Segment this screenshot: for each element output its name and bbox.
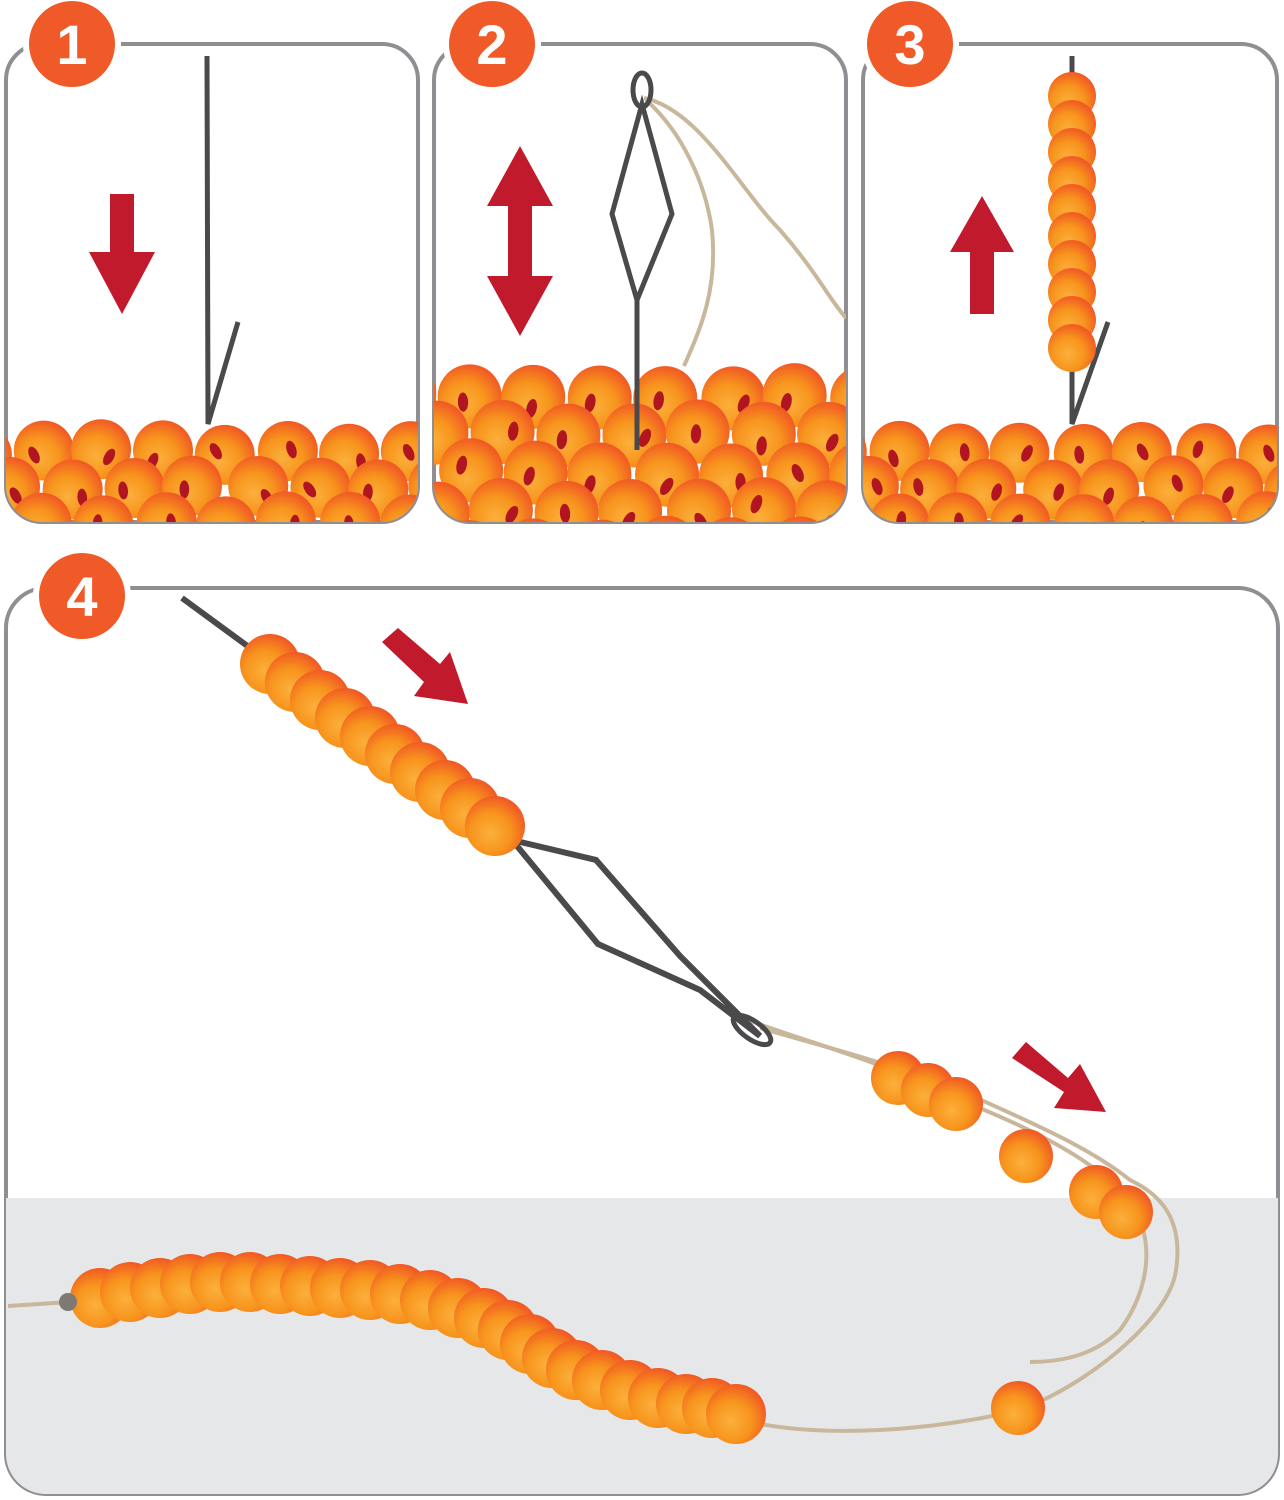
bead — [999, 1129, 1053, 1183]
step-2-needle — [609, 70, 675, 450]
bead — [768, 516, 833, 522]
bead — [411, 529, 471, 589]
up-down-arrow-icon — [487, 146, 553, 336]
bead — [320, 491, 381, 522]
bead — [598, 478, 663, 522]
step-2-panel — [432, 42, 848, 524]
step-2-thread — [643, 96, 846, 367]
step-1-panel — [0, 42, 471, 591]
step-4-number: 4 — [66, 565, 97, 628]
up-arrow-icon — [950, 196, 1014, 314]
bead — [991, 1381, 1045, 1435]
bead — [1144, 529, 1204, 589]
bead — [501, 518, 566, 522]
step-4-beads — [70, 1051, 1153, 1444]
step-1-badge: 1 — [23, 0, 121, 93]
bead — [434, 516, 436, 522]
step-1-bead-pile — [0, 419, 471, 591]
bead — [226, 531, 286, 591]
bead — [349, 528, 409, 588]
bead — [195, 496, 256, 522]
bead — [897, 531, 957, 591]
bead — [634, 515, 699, 522]
step-3-panel — [839, 42, 1284, 593]
step-3-number: 3 — [894, 13, 925, 76]
step-3-badge: 3 — [861, 0, 959, 93]
bead — [165, 528, 225, 588]
bead — [534, 480, 599, 522]
bead — [698, 517, 763, 522]
diagonal-arrow-icon — [382, 628, 468, 704]
bead — [0, 528, 38, 588]
bead — [706, 1384, 766, 1444]
bead — [1048, 324, 1096, 372]
bead — [1172, 494, 1233, 522]
step-4-needle — [180, 595, 774, 1048]
bead — [990, 493, 1051, 522]
step-1-needle — [204, 55, 241, 425]
bead — [1022, 528, 1082, 588]
bead — [731, 477, 796, 522]
step-3-bead-pile — [839, 420, 1284, 593]
bead — [136, 492, 197, 522]
bead — [667, 478, 732, 522]
step-2-number: 2 — [476, 13, 507, 76]
bead — [831, 520, 846, 522]
bead — [288, 531, 348, 591]
bead — [437, 520, 502, 522]
bead — [1113, 496, 1174, 522]
bead — [839, 532, 899, 592]
bead — [1099, 1185, 1153, 1239]
bead — [927, 492, 988, 522]
bead — [960, 533, 1020, 593]
bead — [869, 493, 930, 522]
thread-stopper — [59, 1293, 77, 1311]
bead — [1264, 530, 1284, 590]
bead — [468, 477, 533, 522]
down-arrow-icon — [89, 194, 155, 314]
bead — [255, 491, 316, 522]
bead — [465, 796, 525, 856]
bead — [1207, 528, 1267, 588]
bead — [1054, 494, 1115, 522]
step-2-badge: 2 — [443, 0, 541, 93]
step-3-bead-stack — [1048, 72, 1096, 372]
step-4-panel — [4, 586, 1280, 1496]
step-4-badge: 4 — [33, 547, 131, 645]
bead — [73, 495, 134, 522]
diagonal-arrow-icon-2 — [1012, 1042, 1106, 1112]
bead — [380, 494, 418, 522]
step-1-number: 1 — [56, 13, 87, 76]
step-4-needle-beads — [240, 634, 525, 856]
table-surface — [6, 1198, 1278, 1494]
bead — [929, 1077, 983, 1131]
bead — [1081, 533, 1141, 593]
bead — [570, 519, 635, 522]
bead — [11, 492, 72, 522]
bead — [795, 480, 846, 522]
